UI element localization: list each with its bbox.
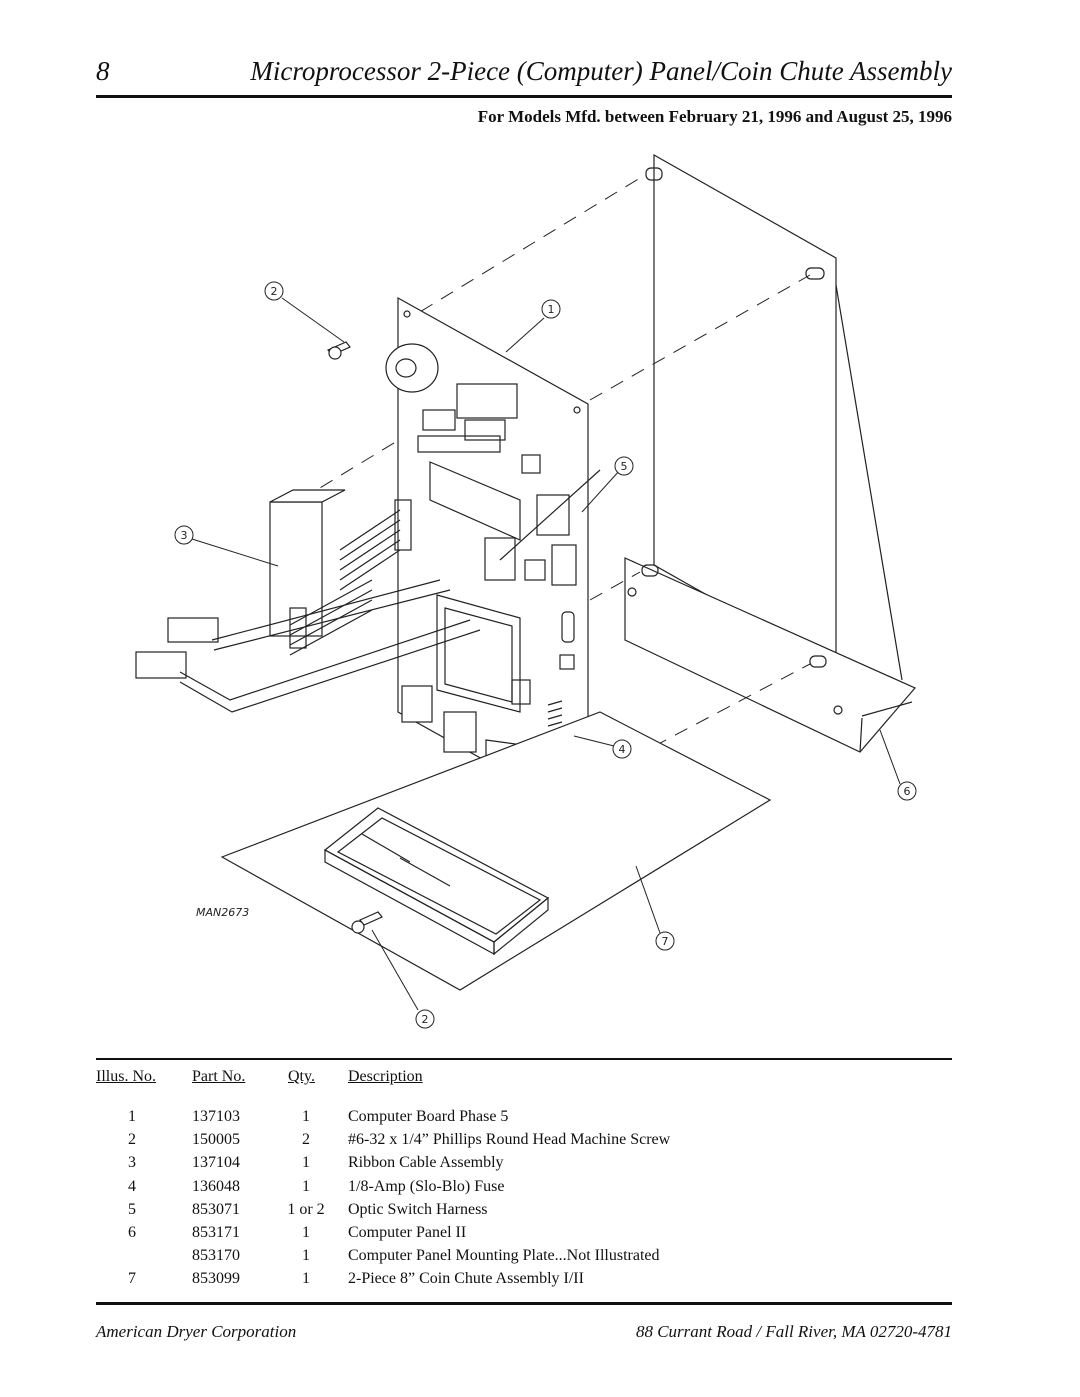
qty: 1 or 2 (287, 1200, 325, 1218)
part-no: 150005 (192, 1131, 240, 1149)
header-illus-no: Illus. No. (96, 1068, 156, 1085)
table-row: 6 853171 1 Computer Panel II (96, 1224, 952, 1247)
exploded-assembly-diagram: 2 1 3 4 5 6 7 2 MAN2673 (135, 153, 917, 1029)
footer-address: 88 Currant Road / Fall River, MA 02720-4… (635, 1322, 952, 1341)
callout-3: 3 (181, 529, 188, 542)
part-no: 853099 (192, 1270, 240, 1288)
illus-no: 2 (128, 1131, 136, 1149)
header-part-no: Part No. (192, 1068, 246, 1085)
table-row: 4 136048 1 1/8-Amp (Slo-Blo) Fuse (96, 1178, 952, 1201)
callout-2-bottom: 2 (422, 1013, 429, 1026)
parts-table: Illus. No. Part No. Qty. Description 1 1… (96, 1068, 952, 1294)
drawing-id: MAN2673 (196, 906, 249, 919)
qty: 1 (302, 1247, 310, 1265)
models-subtitle: For Models Mfd. between February 21, 199… (477, 107, 952, 126)
table-row: 2 150005 2 #6-32 x 1/4” Phillips Round H… (96, 1131, 952, 1154)
table-top-rule (96, 1058, 952, 1060)
computer-panel-back (624, 153, 916, 753)
description: Computer Panel Mounting Plate...Not Illu… (348, 1247, 660, 1265)
qty: 1 (302, 1270, 310, 1288)
description: 1/8-Amp (Slo-Blo) Fuse (348, 1177, 505, 1195)
screws (327, 341, 383, 934)
qty: 2 (302, 1131, 310, 1149)
table-row: 7 853099 1 2-Piece 8” Coin Chute Assembl… (96, 1270, 952, 1293)
parts-table-header: Illus. No. Part No. Qty. Description (96, 1068, 952, 1096)
illus-no: 4 (128, 1177, 136, 1195)
part-no: 853170 (192, 1247, 240, 1265)
table-row: 5 853071 1 or 2 Optic Switch Harness (96, 1201, 952, 1224)
page-number: 8 (96, 56, 110, 86)
callout-1: 1 (548, 303, 555, 316)
qty: 1 (302, 1108, 310, 1125)
illus-no: 1 (128, 1108, 136, 1125)
callout-7: 7 (662, 935, 669, 948)
table-row: 3 137104 1 Ribbon Cable Assembly (96, 1154, 952, 1177)
part-no: 137104 (192, 1154, 240, 1172)
part-no: 853171 (192, 1223, 240, 1241)
header-rule (96, 95, 952, 98)
illus-no: 3 (128, 1154, 136, 1172)
page-title: Microprocessor 2-Piece (Computer) Panel/… (250, 56, 952, 86)
optic-switch-harness (135, 469, 601, 713)
qty: 1 (302, 1177, 310, 1195)
illus-no: 5 (128, 1200, 136, 1218)
description: Computer Board Phase 5 (348, 1108, 509, 1125)
qty: 1 (302, 1223, 310, 1241)
footer-rule (96, 1302, 952, 1305)
description: Computer Panel II (348, 1223, 467, 1241)
description: Ribbon Cable Assembly (348, 1154, 504, 1172)
description: 2-Piece 8” Coin Chute Assembly I/II (348, 1270, 584, 1288)
description: #6-32 x 1/4” Phillips Round Head Machine… (348, 1131, 671, 1149)
callout-4: 4 (619, 743, 626, 756)
standoffs (641, 167, 827, 668)
table-row: 853170 1 Computer Panel Mounting Plate..… (96, 1247, 952, 1270)
callout-6: 6 (904, 785, 911, 798)
illus-no: 6 (128, 1223, 136, 1241)
footer-company: American Dryer Corporation (96, 1322, 297, 1341)
header-qty: Qty. (288, 1068, 315, 1085)
callout-markers (174, 281, 917, 1029)
part-no: 137103 (192, 1108, 240, 1125)
illus-no: 7 (128, 1270, 136, 1288)
part-no: 136048 (192, 1177, 240, 1195)
callout-5: 5 (621, 460, 628, 473)
coin-chute-assembly (220, 711, 772, 991)
table-row: 1 137103 1 Computer Board Phase 5 (96, 1108, 952, 1131)
qty: 1 (302, 1154, 310, 1172)
part-no: 853071 (192, 1200, 240, 1218)
description: Optic Switch Harness (348, 1200, 488, 1218)
callout-2-top: 2 (271, 285, 278, 298)
page-header: 8 Microprocessor 2-Piece (Computer) Pane… (96, 56, 952, 90)
header-description: Description (348, 1068, 423, 1085)
